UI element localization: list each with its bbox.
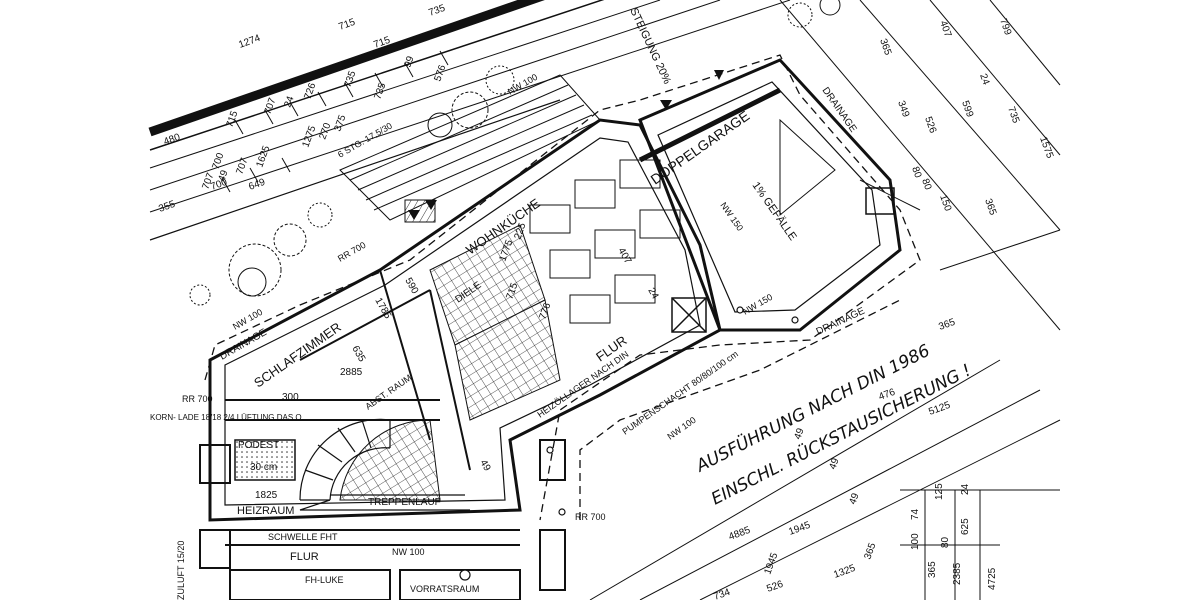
dim-bottom-right-6: 80: [940, 536, 951, 548]
dim-bottom-right-5: 365: [927, 561, 938, 578]
dim-top-b-5: 735: [342, 69, 358, 89]
dim-room-b-4: 635: [349, 344, 367, 364]
tiled-areas: [339, 224, 561, 501]
dim-bottom-a-1: 1945: [787, 520, 812, 538]
dim-right-11: 150: [937, 193, 953, 213]
dim-right-0: 799: [997, 17, 1013, 37]
dim-top-b-4: 726: [302, 81, 318, 101]
room-schwelle: SCHWELLE FHT: [268, 532, 338, 542]
dim-right-9: 80: [909, 165, 923, 180]
pipe-points: [459, 306, 799, 581]
dim-bottom-right-2: 625: [960, 518, 971, 535]
dim-room-b-1: 2885: [340, 367, 363, 378]
dimension-labels-rooms: 225 1775 407 715 776 24 1785 2885 300 18…: [255, 221, 661, 501]
dim-left-a-4: 1625: [254, 144, 272, 169]
dim-top-b-3: 24: [282, 94, 296, 109]
dim-bottom-right-3: 74: [910, 508, 921, 520]
label-nw150-a: NW 150: [741, 292, 774, 317]
label-nw150-b: NW 150: [718, 200, 745, 232]
dim-right-10: 80: [919, 177, 933, 192]
dim-bottom-b-3: 49: [827, 456, 841, 471]
dim-room-b-3: 1825: [255, 490, 278, 501]
dim-room-b-6: 49: [477, 458, 492, 474]
dim-bottom-a-0: 4885: [727, 525, 752, 543]
dim-room-a-5: 24: [645, 286, 660, 302]
dim-right-3: 735: [1005, 105, 1021, 125]
dim-top-b-6: 99: [402, 54, 416, 69]
interior-walls: [199, 269, 566, 600]
dim-bottom-b-4: 49: [847, 491, 861, 506]
dim-right-4: 1575: [1037, 135, 1055, 160]
label-rr700-c: RR 700: [336, 240, 367, 264]
dim-left-a-6: 270: [317, 121, 333, 141]
dim-bottom-right-8: 4725: [987, 567, 998, 590]
label-sonstige: KORN- LADE 18/18 2/4 LÜFTUNG DAS O.: [150, 413, 304, 422]
dim-right-1: 407: [937, 19, 953, 39]
dim-top-a-1: 715: [337, 17, 357, 33]
dim-room-b-0: 1785: [372, 296, 393, 321]
room-heizraum-qm: 30 cm: [250, 462, 277, 473]
label-nw100-b: NW 100: [392, 547, 425, 557]
dim-right-8: 526: [922, 115, 938, 135]
dim-bottom-right-0: 125: [934, 483, 945, 500]
label-rr700-b: RR 700: [575, 512, 606, 522]
dim-bottom-a-4: 1945: [762, 551, 780, 576]
dim-right-13: 365: [937, 317, 957, 333]
dim-left-b-3: 735: [372, 81, 388, 101]
dimension-labels-bottom: 4885 1945 526 1325 1945 734 476 5125 49 …: [712, 387, 998, 600]
dim-top-b-7: 576: [432, 63, 448, 83]
dim-left-a-0: 355: [157, 199, 177, 215]
dim-room-a-2: 407: [615, 246, 633, 266]
dim-right-12: 365: [982, 197, 998, 217]
room-abstellraum: ABST. RAUM: [363, 372, 413, 411]
podest-area: [234, 439, 296, 481]
dim-left-b-2: 700: [210, 151, 226, 171]
dim-bottom-right-4: 100: [910, 533, 921, 550]
dim-left-a-2: 49: [216, 168, 230, 183]
dim-bottom-b-2: 49: [792, 426, 806, 441]
arrow-markers: [408, 70, 724, 220]
street-boundary: [148, 0, 791, 241]
drainage-lines: [204, 54, 921, 521]
dim-bottom-b-1: 5125: [927, 400, 952, 418]
garage: [638, 58, 921, 332]
dim-room-b-5: 590: [402, 276, 420, 296]
dim-bottom-a-5: 734: [712, 587, 732, 600]
dim-left-a-3: 707: [234, 156, 250, 176]
room-heizraum: HEIZRAUM: [237, 505, 294, 517]
room-fh-luke: FH-LUKE: [305, 575, 344, 585]
dim-top-a-0: 1274: [237, 33, 262, 51]
dim-top-b-2: 707: [262, 96, 278, 116]
room-vorratsraum: VORRATSRAUM: [410, 584, 479, 594]
label-gefaelle: 1% GEFÄLLE: [750, 180, 799, 243]
label-zuluft: ZULUFT 15/20: [176, 541, 186, 600]
dimension-labels-right: 799 407 599 735 1575 24 365 349 526 80 8…: [877, 17, 1055, 333]
room-treppenlauf: TREPPENLAUF: [368, 497, 441, 508]
dim-top-a-2: 735: [427, 3, 447, 19]
label-nw100-a: NW 100: [231, 307, 264, 332]
dim-right-7: 349: [895, 99, 911, 119]
right-dimension-lines: [589, 0, 1061, 600]
garden-bushes: [189, 0, 841, 306]
dim-left-a-7: 375: [332, 113, 348, 133]
dim-bottom-right-7: 2385: [952, 562, 963, 585]
room-flur-lower: FLUR: [290, 551, 319, 563]
label-nw100-c: NW 100: [665, 415, 697, 442]
dimension-ticks-top: [221, 50, 449, 193]
dim-top-b-0: 480: [162, 132, 182, 148]
dim-right-6: 365: [877, 37, 893, 57]
dim-bottom-b-5: 365: [862, 541, 878, 561]
room-podest: PODEST: [238, 440, 279, 451]
dim-bottom-a-3: 1325: [832, 563, 857, 581]
dim-bottom-a-2: 526: [765, 579, 785, 595]
dim-room-b-2: 300: [282, 392, 299, 403]
dim-left-a-5: 1275: [300, 124, 318, 149]
dim-right-5: 24: [977, 72, 991, 87]
pump-shaft: [671, 297, 707, 333]
label-rr700-a: RR 700: [182, 394, 213, 404]
entrance-steps: [339, 74, 601, 223]
dim-bottom-right-1: 24: [960, 483, 971, 495]
kitchen-furniture: [529, 159, 681, 324]
